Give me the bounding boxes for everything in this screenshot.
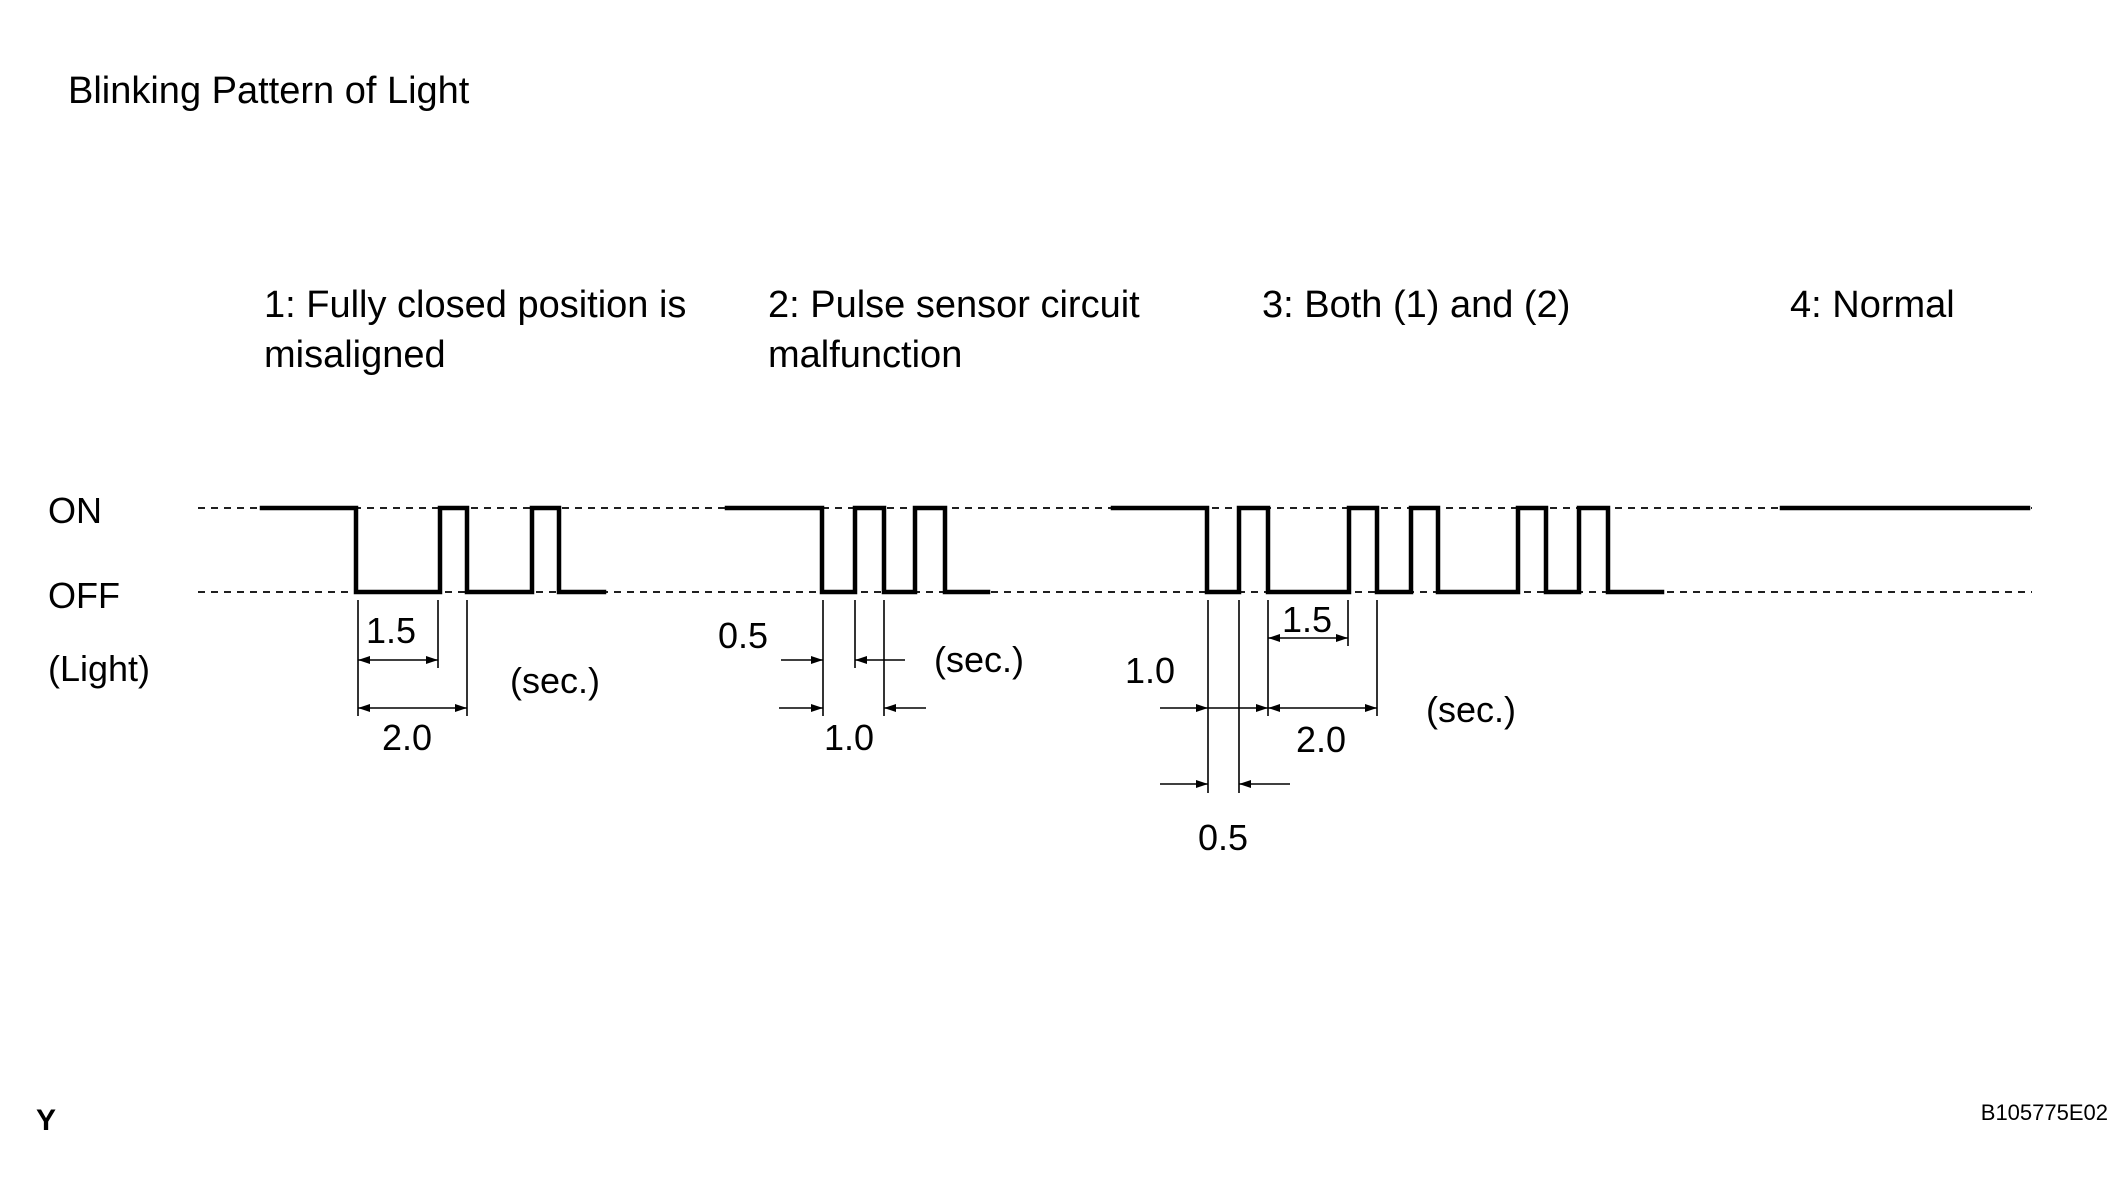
pattern-3-unit: (sec.) (1426, 689, 1516, 730)
pattern-1-caption-line2: misaligned (264, 334, 446, 376)
corner-mark: Y (36, 1104, 56, 1137)
pattern-3-dim-1-5: 1.5 (1282, 599, 1332, 640)
pattern-1-waveform (259, 505, 607, 595)
pattern-2-dimensions: 0.5 1.0 (sec.) (718, 600, 1024, 758)
pattern-2-waveform (724, 505, 991, 595)
pattern-2-unit: (sec.) (934, 639, 1024, 680)
pattern-2-caption-line2: malfunction (768, 334, 962, 376)
pattern-4-caption: 4: Normal (1790, 284, 1955, 326)
pattern-2-dim-0-5: 0.5 (718, 615, 768, 656)
off-level-label: OFF (48, 575, 120, 616)
pattern-1-caption-line1: 1: Fully closed position is (264, 284, 686, 326)
pattern-1-unit: (sec.) (510, 660, 600, 701)
pattern-2-caption-line1: 2: Pulse sensor circuit (768, 284, 1140, 326)
pattern-3-waveform (1110, 505, 1665, 595)
pattern-3-dim-2-0: 2.0 (1296, 719, 1346, 760)
pattern-1-dim-2-0: 2.0 (382, 717, 432, 758)
pattern-3-caption: 3: Both (1) and (2) (1262, 284, 1570, 326)
pattern-2-dim-1-0: 1.0 (824, 717, 874, 758)
pattern-3-dim-1-0: 1.0 (1125, 650, 1175, 691)
figure-code: B105775E02 (1981, 1100, 2108, 1125)
pattern-3-dim-0-5: 0.5 (1198, 817, 1248, 858)
pattern-1-dim-1-5: 1.5 (366, 610, 416, 651)
pattern-3-dimensions: 1.5 1.0 2.0 0.5 (sec.) (1125, 599, 1516, 858)
pattern-1-dimensions: 1.5 2.0 (sec.) (357, 600, 600, 758)
diagram-title: Blinking Pattern of Light (68, 70, 470, 112)
light-label: (Light) (48, 648, 150, 689)
on-level-label: ON (48, 490, 102, 531)
